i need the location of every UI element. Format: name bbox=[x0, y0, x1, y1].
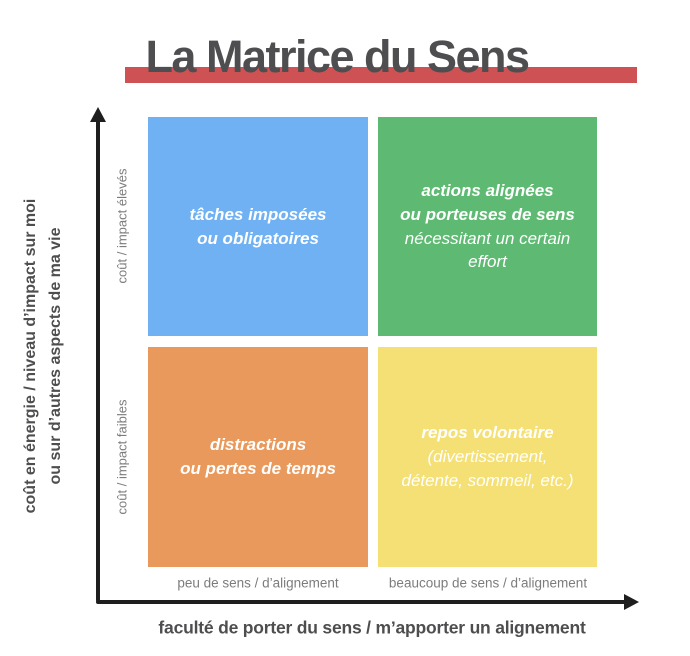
y-axis-tick-low: coût / impact faibles bbox=[114, 399, 130, 515]
title-underline-bar bbox=[125, 67, 637, 83]
quadrant-top-left-label: tâches imposées ou obligatoires bbox=[189, 204, 327, 248]
quadrant-top-right-label: actions alignées ou porteuses de sens bbox=[400, 180, 575, 224]
x-axis-line bbox=[96, 600, 626, 604]
quadrant-top-right: actions alignées ou porteuses de sens né… bbox=[378, 117, 597, 336]
quadrant-top-left: tâches imposées ou obligatoires bbox=[148, 117, 368, 336]
quadrant-top-right-sublabel: nécessitant un certain effort bbox=[404, 228, 571, 272]
y-axis-line bbox=[96, 120, 100, 602]
x-axis-tick-high: beaucoup de sens / d’alignement bbox=[388, 575, 588, 591]
quadrant-bottom-right-label: repos volontaire bbox=[421, 423, 554, 443]
y-axis-arrow-icon bbox=[90, 107, 106, 122]
quadrant-bottom-right-sublabel: (divertissement, détente, sommeil, etc.) bbox=[401, 447, 574, 490]
quadrant-bottom-left: distractions ou pertes de temps bbox=[148, 347, 368, 567]
y-axis-tick-high: coût / impact élevés bbox=[114, 168, 130, 284]
quadrant-bottom-left-label: distractions ou pertes de temps bbox=[180, 435, 336, 478]
x-axis-arrow-icon bbox=[624, 594, 639, 610]
page-title: La Matrice du Sens bbox=[145, 31, 530, 82]
y-axis-title: coût en énergie / niveau d’impact sur mo… bbox=[22, 198, 64, 514]
quadrant-bottom-right: repos volontaire (divertissement, détent… bbox=[378, 347, 597, 567]
x-axis-title: faculté de porter du sens / m’apporter u… bbox=[158, 617, 586, 638]
x-axis-tick-low: peu de sens / d’alignement bbox=[177, 575, 339, 591]
